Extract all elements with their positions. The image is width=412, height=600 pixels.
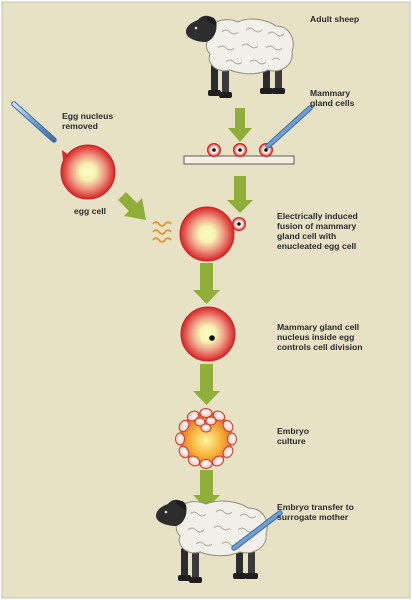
fusion-cell xyxy=(179,206,246,262)
label-fusion: Electrically induced fusion of mammary g… xyxy=(277,211,358,251)
label-egg-nucleus-removed: Egg nucleus removed xyxy=(62,111,114,131)
dividing-cell xyxy=(180,306,236,362)
label-embryo-transfer: Embryo transfer to surrogate mother xyxy=(277,502,354,522)
egg-cell xyxy=(60,144,116,200)
arrow-egg-to-fusion xyxy=(118,192,146,220)
electric-zigzags xyxy=(152,221,172,243)
adult-sheep-illustration xyxy=(186,15,294,98)
pipette-transfer xyxy=(231,510,283,551)
embryo-blastocyst xyxy=(175,408,237,469)
arrow-division-to-culture xyxy=(193,364,220,405)
flow-arrows xyxy=(118,108,253,509)
arrow-cells-to-fusion xyxy=(227,176,253,213)
arrow-culture-to-transfer xyxy=(193,470,220,509)
label-nucleus-controls-division: Mammary gland cell nucleus inside egg co… xyxy=(277,322,363,352)
label-mammary-gland-cells: Mammary gland cells xyxy=(310,88,355,108)
arrow-fusion-to-division xyxy=(193,263,220,304)
label-embryo-culture: Embryo culture xyxy=(277,426,309,446)
arrow-sheep-to-cells xyxy=(228,108,252,142)
pipette-egg xyxy=(11,101,57,143)
label-egg-cell: egg cell xyxy=(74,206,106,216)
pipette-mammary xyxy=(265,105,313,149)
mammary-cells-tray xyxy=(183,143,295,165)
label-adult-sheep: Adult sheep xyxy=(310,14,360,24)
